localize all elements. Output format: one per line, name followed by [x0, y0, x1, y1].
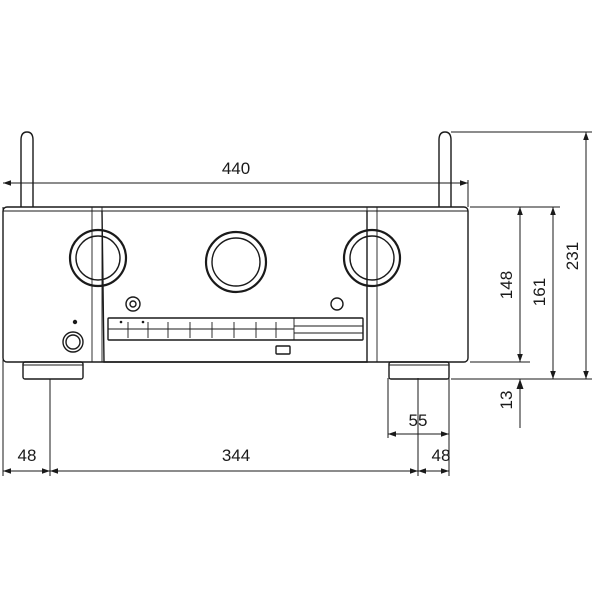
dim-foot-height: 13 — [497, 379, 524, 428]
left-antenna — [20, 131, 34, 207]
label-foot-height: 13 — [497, 391, 516, 410]
dim-foot-width: 55 — [388, 411, 449, 437]
label-left-offset: 48 — [18, 446, 37, 465]
dim-bottom-row: 48 344 48 — [3, 446, 451, 474]
right-foot — [388, 361, 450, 380]
display-segments — [127, 322, 277, 338]
label-body-height: 148 — [497, 271, 516, 299]
left-foot — [22, 361, 84, 380]
power-button — [62, 331, 84, 353]
display-window — [107, 317, 364, 341]
dim-height-with-feet: 161 — [530, 207, 556, 379]
left-knob — [68, 228, 128, 288]
dim-height-with-antenna: 231 — [563, 132, 589, 379]
label-foot-spacing: 344 — [222, 446, 250, 465]
right-knob — [342, 228, 402, 288]
center-knob — [204, 230, 268, 294]
extension-lines — [2, 131, 592, 476]
right-antenna — [438, 131, 452, 207]
dim-total-width: 440 — [3, 159, 468, 186]
dim-body-height: 148 — [497, 207, 523, 362]
label-total-width: 440 — [222, 159, 250, 178]
power-indicator — [72, 319, 78, 325]
power-button-inner — [65, 334, 81, 350]
receiver-body — [2, 206, 469, 363]
label-height-with-feet: 161 — [530, 278, 549, 306]
source-button — [125, 296, 141, 312]
source-button-dot — [129, 300, 137, 308]
label-height-with-antenna: 231 — [563, 242, 582, 270]
label-foot-width: 55 — [409, 411, 428, 430]
usb-port — [275, 345, 291, 355]
label-right-offset: 48 — [432, 446, 451, 465]
setup-button — [330, 297, 344, 311]
